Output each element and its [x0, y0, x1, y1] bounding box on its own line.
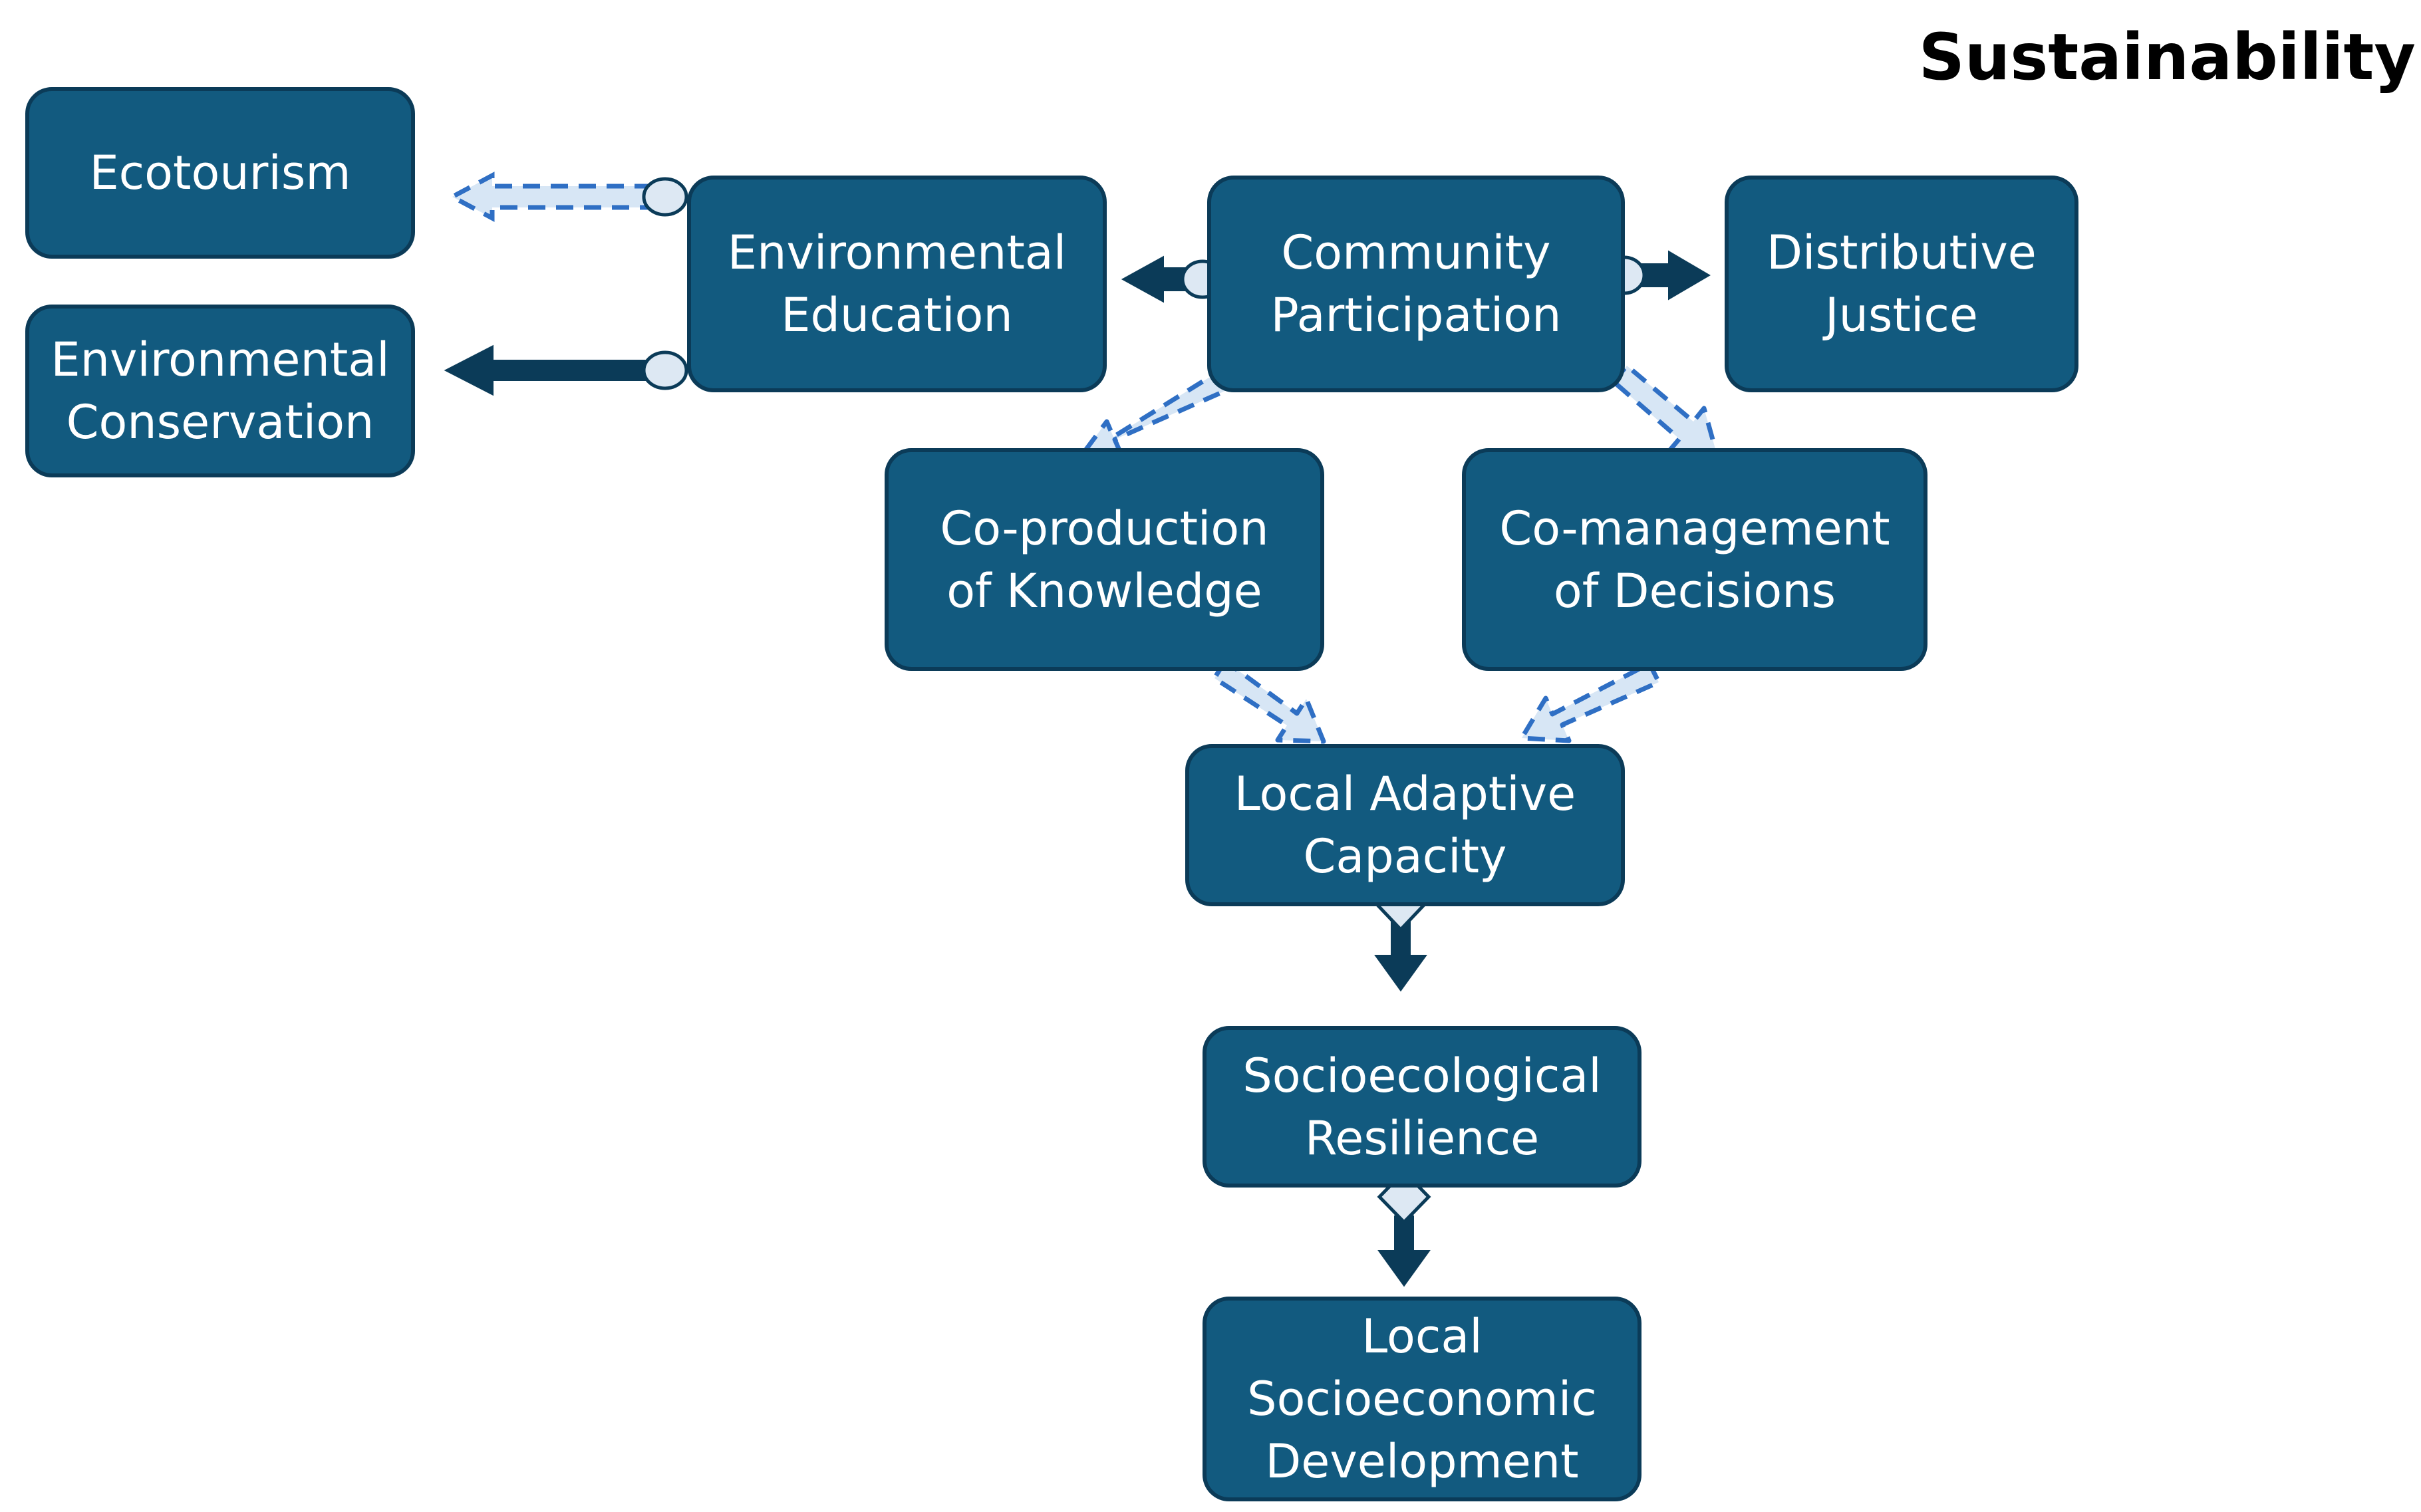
node-coproduction-of-knowledge: Co-production of Knowledge — [885, 448, 1324, 671]
node-label: Environmental Conservation — [51, 332, 390, 449]
node-comanagement-of-decisions: Co-management of Decisions — [1462, 448, 1927, 671]
node-environmental-conservation: Environmental Conservation — [25, 305, 415, 477]
node-community-participation: Community Participation — [1207, 176, 1625, 392]
edge-coproduction-to-adaptive — [1212, 658, 1326, 744]
node-label: Local Adaptive Capacity — [1234, 767, 1576, 884]
node-label: Environmental Education — [727, 225, 1067, 342]
node-distributive-justice: Distributive Justice — [1725, 176, 2078, 392]
node-label: Co-management of Decisions — [1499, 501, 1890, 618]
node-local-adaptive-capacity: Local Adaptive Capacity — [1185, 744, 1625, 906]
node-label: Distributive Justice — [1767, 225, 2037, 342]
node-socioecological-resilience: Socioecological Resilience — [1203, 1026, 1641, 1188]
node-label: Ecotourism — [89, 146, 351, 200]
edge-education-to-ecotourism — [447, 172, 688, 222]
node-local-socioeconomic-development: Local Socioeconomic Development — [1203, 1297, 1641, 1501]
edge-participation-to-coproduction — [1083, 369, 1229, 457]
edge-comanagement-to-adaptive — [1519, 661, 1661, 743]
edge-resilience-to-development — [1377, 1169, 1431, 1287]
node-label: Co-production of Knowledge — [940, 501, 1269, 618]
node-label: Community Participation — [1270, 225, 1562, 342]
node-environmental-education: Environmental Education — [687, 176, 1107, 392]
edge-participation-to-comanagement — [1611, 363, 1720, 459]
node-label: Local Socioeconomic Development — [1247, 1309, 1597, 1489]
node-ecotourism: Ecotourism — [25, 87, 415, 259]
edge-education-to-conservation — [444, 344, 688, 396]
diagram-title: Sustainability — [1918, 20, 2416, 94]
node-label: Socioecological Resilience — [1242, 1048, 1602, 1166]
